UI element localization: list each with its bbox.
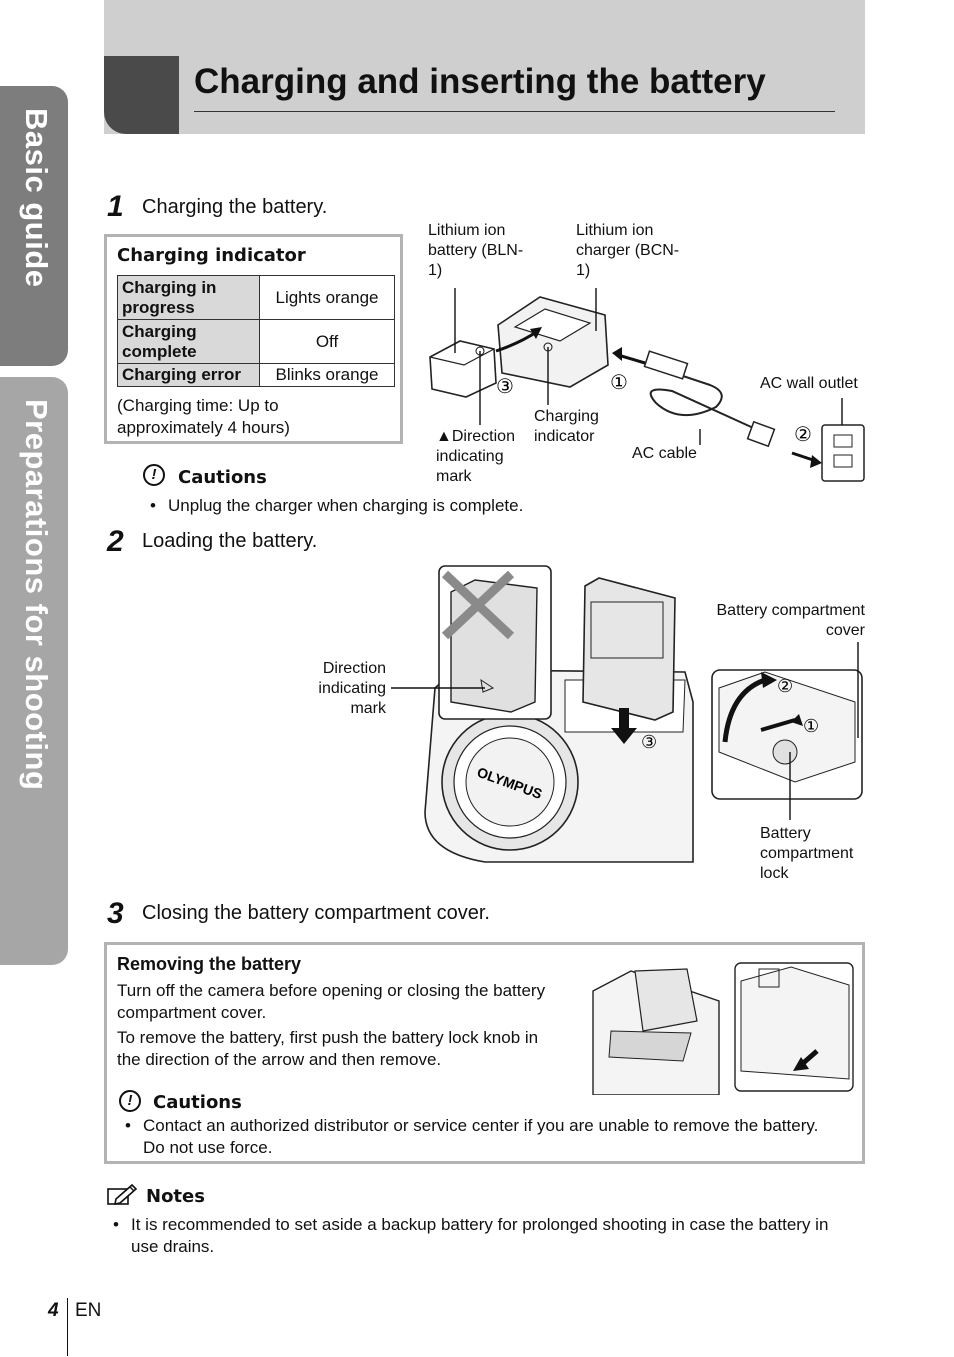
page-number: 4 [48, 1300, 59, 1321]
step-1-text: Charging the battery. [142, 196, 328, 218]
charging-indicator-box: Charging indicator Charging in progress … [104, 234, 403, 444]
table-row: Charging error Blinks orange [117, 363, 395, 387]
exclamation-circle-icon: ! [143, 464, 165, 486]
side-tab-preparations: Preparations for shooting [0, 377, 68, 965]
step-1-number: 1 [107, 190, 124, 223]
pencil-note-icon [107, 1183, 138, 1206]
loading-diagram: OLYMPUS ③ ② ① [391, 565, 863, 863]
marker-3: ③ [496, 374, 514, 398]
caution-1-label: Cautions [178, 467, 267, 488]
notes-item: It is recommended to set aside a backup … [113, 1214, 831, 1258]
table-cell-state: Charging in progress [117, 275, 260, 320]
charging-indicator-label: Charging indicator [534, 408, 599, 445]
marker-3: ③ [641, 732, 657, 753]
title-rule [194, 111, 835, 112]
table-cell-indicator: Blinks orange [259, 363, 395, 387]
caution-1-item: Unplug the charger when charging is comp… [150, 495, 523, 517]
page-language: EN [75, 1300, 102, 1321]
battery-label: Lithium ion battery (BLN-1) [428, 222, 524, 279]
page-separator [67, 1298, 68, 1356]
marker-1: ① [610, 370, 628, 394]
lock-label: Battery compartment lock [760, 825, 854, 882]
ac-outlet-label: AC wall outlet [760, 375, 858, 392]
side-tab-basic-guide-label: Basic guide [19, 108, 54, 288]
table-cell-indicator: Off [259, 319, 395, 364]
side-tab-preparations-label: Preparations for shooting [19, 399, 54, 791]
marker-2: ② [794, 422, 812, 446]
step-2-number: 2 [107, 525, 124, 558]
step-2-text: Loading the battery. [142, 530, 318, 552]
cover-label: Battery compartment cover [716, 602, 866, 639]
caution-2-label: Cautions [153, 1092, 242, 1113]
marker-2: ② [777, 676, 793, 697]
exclamation-circle-icon: ! [119, 1090, 141, 1112]
direction-mark-label: ▲Direction indicating mark [436, 428, 515, 485]
table-row: Charging complete Off [117, 319, 395, 364]
removing-battery-box: Removing the battery Turn off the camera… [104, 942, 865, 1164]
step-3-number: 3 [107, 897, 124, 930]
charger-label: Lithium ion charger (BCN-1) [576, 222, 680, 279]
table-cell-indicator: Lights orange [259, 275, 395, 320]
caution-2-item: Contact an authorized distributor or ser… [125, 1115, 843, 1159]
table-row: Charging in progress Lights orange [117, 275, 395, 320]
charging-time-note: (Charging time: Up to approximately 4 ho… [117, 396, 290, 437]
notes-label: Notes [146, 1186, 205, 1207]
header-block [104, 56, 179, 134]
removing-illustration [592, 961, 854, 1095]
charging-indicator-title: Charging indicator [117, 245, 306, 266]
removing-title: Removing the battery [117, 954, 302, 974]
page-title: Charging and inserting the battery [194, 62, 766, 101]
charger-diagram: ③ ① ② [429, 288, 865, 482]
removing-para-2: To remove the battery, first push the ba… [117, 1028, 539, 1069]
table-cell-state: Charging error [117, 363, 260, 387]
charging-indicator-table: Charging in progress Lights orange Charg… [117, 275, 395, 387]
step-3-text: Closing the battery compartment cover. [142, 902, 490, 924]
removing-para-1: Turn off the camera before opening or cl… [117, 981, 546, 1022]
side-tab-basic-guide: Basic guide [0, 86, 68, 366]
table-cell-state: Charging complete [117, 319, 260, 364]
direction-mark-label-2: Direction indicating mark [318, 660, 386, 717]
marker-1: ① [803, 716, 819, 737]
ac-cable-label: AC cable [632, 445, 697, 462]
